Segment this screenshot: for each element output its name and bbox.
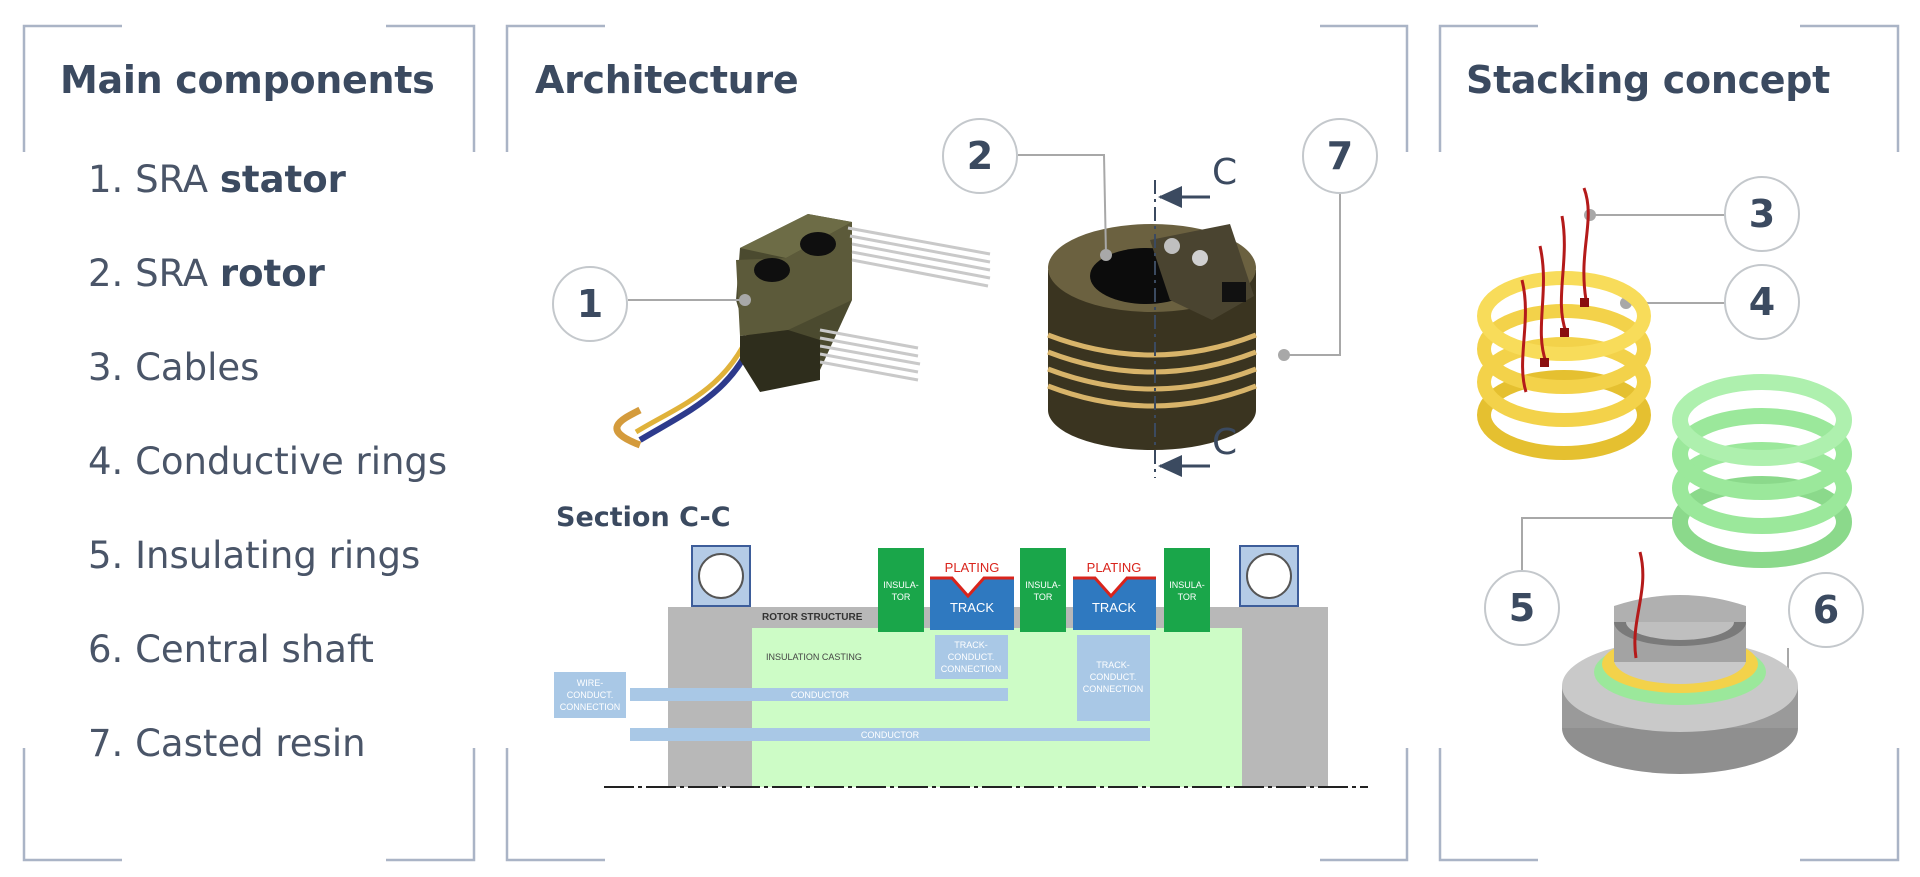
callout-6: 6 [1788,572,1864,648]
callout-2: 2 [942,118,1018,194]
track-connection-label: CONNECTION [941,664,1002,674]
track-label: TRACK [950,600,994,615]
insulator-label: TOR [1034,592,1053,602]
architecture-title: Architecture [535,58,799,102]
wire-connection-label: CONNECTION [560,702,621,712]
plating-label: PLATING [945,560,1000,575]
cross-section: ROTOR STRUCTURE INSULATION CASTING INSUL… [554,545,1368,788]
section-label: Section C-C [556,502,731,533]
list-item: 6. Central shaft [88,628,374,671]
stator-illustration [613,214,991,449]
list-item: 3. Cables [88,346,260,389]
track-label: TRACK [1092,600,1136,615]
cut-label-top: C [1212,152,1238,193]
track-connection-label: TRACK- [954,640,988,650]
stacking-concept-title: Stacking concept [1466,58,1831,102]
insulator-label: TOR [892,592,911,602]
list-item: 5. Insulating rings [88,534,421,577]
rotor-illustration [1047,224,1257,450]
track-connection-label: CONDUCT. [948,652,995,662]
callout-3: 3 [1724,176,1800,252]
track-connection-label: CONNECTION [1083,684,1144,694]
main-components-title: Main components [60,58,435,102]
wire-connection-label: CONDUCT. [567,690,614,700]
track-connection-label: CONDUCT. [1090,672,1137,682]
list-item: 7. Casted resin [88,722,366,765]
insulator-label: INSULA- [1025,580,1061,590]
plating-label: PLATING [1087,560,1142,575]
cut-label-bottom: C [1212,422,1238,463]
callout-4: 4 [1724,264,1800,340]
components-list: 1. SRA stator 2. SRA rotor 3. Cables 4. … [88,150,447,808]
list-item: 4. Conductive rings [88,440,448,483]
conductor-label: CONDUCTOR [861,730,920,740]
callout-5: 5 [1484,570,1560,646]
list-item: 1. SRA stator [88,158,346,201]
insulator-label: INSULA- [1169,580,1205,590]
wire-connection-label: WIRE- [577,678,604,688]
callout-1: 1 [552,266,628,342]
list-item: 2. SRA rotor [88,252,325,295]
insulator-label: TOR [1178,592,1197,602]
callout-7: 7 [1302,118,1378,194]
insulator-label: INSULA- [883,580,919,590]
rotor-structure-label: ROTOR STRUCTURE [762,612,863,623]
insulation-casting-label: INSULATION CASTING [766,652,862,662]
conductor-label: CONDUCTOR [791,690,850,700]
track-connection-label: TRACK- [1096,660,1130,670]
